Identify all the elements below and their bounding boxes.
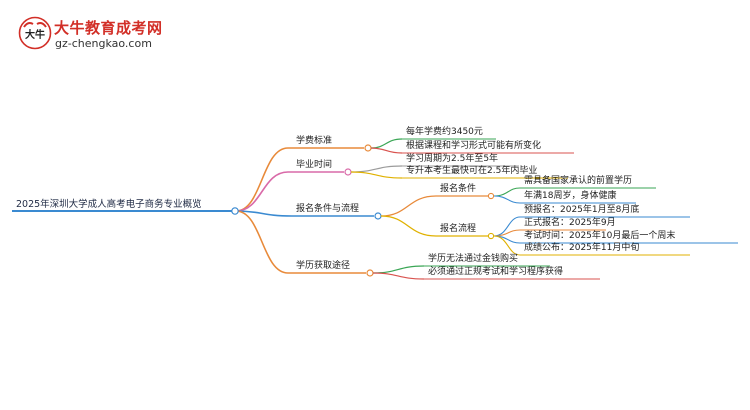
condition-item-1: 需具备国家承认的前置学历 <box>524 176 633 186</box>
flow-joint <box>487 232 495 240</box>
root-joint <box>231 207 239 215</box>
process-item-2: 正式报名：2025年9月 <box>524 218 616 228</box>
bull-logo-icon: 大牛 <box>18 16 52 50</box>
degree-joint <box>366 269 374 277</box>
brand-logo[interactable]: 大牛 大牛教育成考网 gz-chengkao.com <box>18 16 168 52</box>
branch-degree[interactable]: 学历获取途径 <box>296 261 351 271</box>
degree-item-2: 必须通过正规考试和学习程序获得 <box>428 267 564 277</box>
edge-root-fee <box>235 147 289 212</box>
apply-joint <box>374 212 382 220</box>
edge-degree-1 <box>372 265 425 274</box>
process-item-4: 成绩公布：2025年11月中旬 <box>524 243 640 253</box>
grad-joint <box>344 168 352 176</box>
subbranch-conditions[interactable]: 报名条件 <box>440 184 477 194</box>
branch-graduation[interactable]: 毕业时间 <box>296 160 333 170</box>
fee-joint <box>364 144 372 152</box>
edge-apply-flow <box>380 215 437 237</box>
subbranch-process[interactable]: 报名流程 <box>440 224 477 234</box>
edge-root-grad <box>235 171 289 212</box>
edge-grad-1 <box>350 165 403 173</box>
cond-joint <box>487 192 495 200</box>
branch-application[interactable]: 报名条件与流程 <box>296 204 360 214</box>
edge-root-degree <box>235 210 289 274</box>
process-item-1: 预报名：2025年1月至8月底 <box>524 205 640 215</box>
edge-apply-cond <box>380 195 437 217</box>
mindmap-root[interactable]: 2025年深圳大学成人高考电子商务专业概览 <box>16 199 202 210</box>
grad-item-2: 专升本考生最快可在2.5年内毕业 <box>406 166 538 176</box>
degree-item-1: 学历无法通过金钱购买 <box>428 254 519 264</box>
logo-badge-text: 大牛 <box>25 28 45 41</box>
grad-item-1: 学习周期为2.5年至5年 <box>406 154 499 164</box>
brand-url: gz-chengkao.com <box>55 37 152 50</box>
fee-item-1: 每年学费约3450元 <box>406 127 483 137</box>
edge-fee-2 <box>370 147 403 154</box>
brand-name: 大牛教育成考网 <box>54 19 163 37</box>
edge-fee-1 <box>370 138 403 149</box>
edge-root-apply <box>235 210 293 217</box>
process-item-3: 考试时间：2025年10月最后一个周末 <box>524 231 676 241</box>
condition-item-2: 年满18周岁，身体健康 <box>524 191 617 201</box>
edge-grad-2 <box>350 171 403 179</box>
fee-item-2: 根据课程和学习形式可能有所变化 <box>406 141 542 151</box>
branch-fee[interactable]: 学费标准 <box>296 136 333 146</box>
edge-degree-2 <box>372 272 425 280</box>
